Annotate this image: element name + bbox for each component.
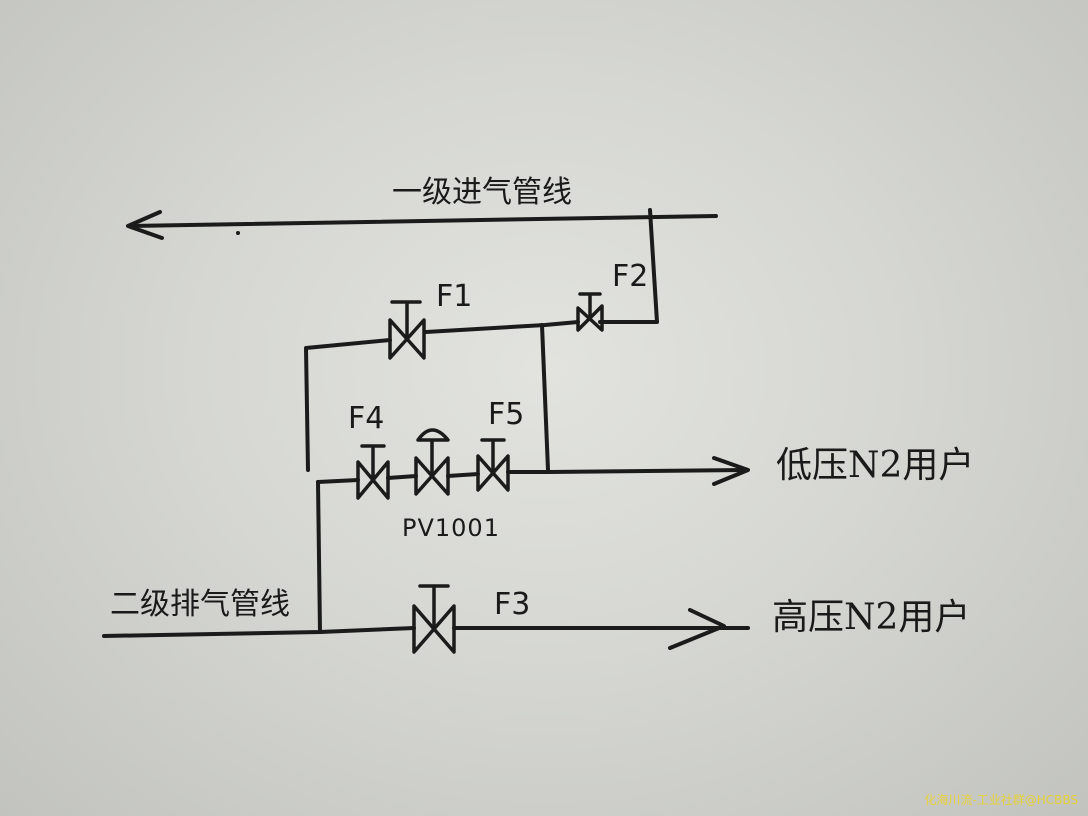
primary-inlet-pipe bbox=[128, 214, 718, 228]
f1-branch-pipe bbox=[424, 320, 580, 334]
bypass-vertical-pipe bbox=[540, 323, 550, 472]
low-pressure-pipe-3 bbox=[446, 472, 480, 478]
high-pressure-arrowhead bbox=[668, 608, 726, 650]
valve-f3-symbol bbox=[412, 584, 456, 654]
main-vertical-pipe bbox=[316, 480, 322, 634]
control-valve-pv1001-label: PV1001 bbox=[402, 514, 500, 542]
ink-dot bbox=[236, 231, 240, 235]
valve-f2-symbol bbox=[576, 292, 604, 332]
f1-left-pipe bbox=[304, 338, 392, 472]
low-pressure-arrowhead bbox=[712, 456, 750, 486]
valve-f4-label: F4 bbox=[348, 401, 385, 436]
valve-f1-label: F1 bbox=[436, 279, 473, 314]
valve-f2-label: F2 bbox=[612, 259, 649, 294]
high-pressure-user-label: 高压N2用户 bbox=[772, 597, 971, 638]
secondary-outlet-pipe bbox=[102, 626, 416, 638]
low-pressure-outlet-pipe bbox=[506, 468, 747, 474]
valve-f3-label: F3 bbox=[494, 587, 531, 622]
valve-f1-symbol bbox=[388, 300, 426, 360]
low-pressure-user-label: 低压N2用户 bbox=[776, 445, 975, 486]
control-valve-pv1001-symbol bbox=[414, 428, 450, 496]
primary-inlet-arrowhead bbox=[126, 210, 164, 240]
valve-f5-symbol bbox=[476, 438, 510, 492]
low-pressure-pipe-2 bbox=[386, 474, 418, 480]
valve-f4-symbol bbox=[356, 444, 390, 500]
primary-inlet-label: 一级进气管线 bbox=[392, 175, 572, 210]
secondary-outlet-label: 二级排气管线 bbox=[110, 587, 290, 622]
watermark-text: 化海川流-工业社群@HCBBS bbox=[924, 793, 1078, 807]
header-drop-pipe bbox=[598, 208, 659, 324]
low-pressure-pipe bbox=[316, 478, 360, 484]
valve-f5-label: F5 bbox=[488, 397, 525, 432]
